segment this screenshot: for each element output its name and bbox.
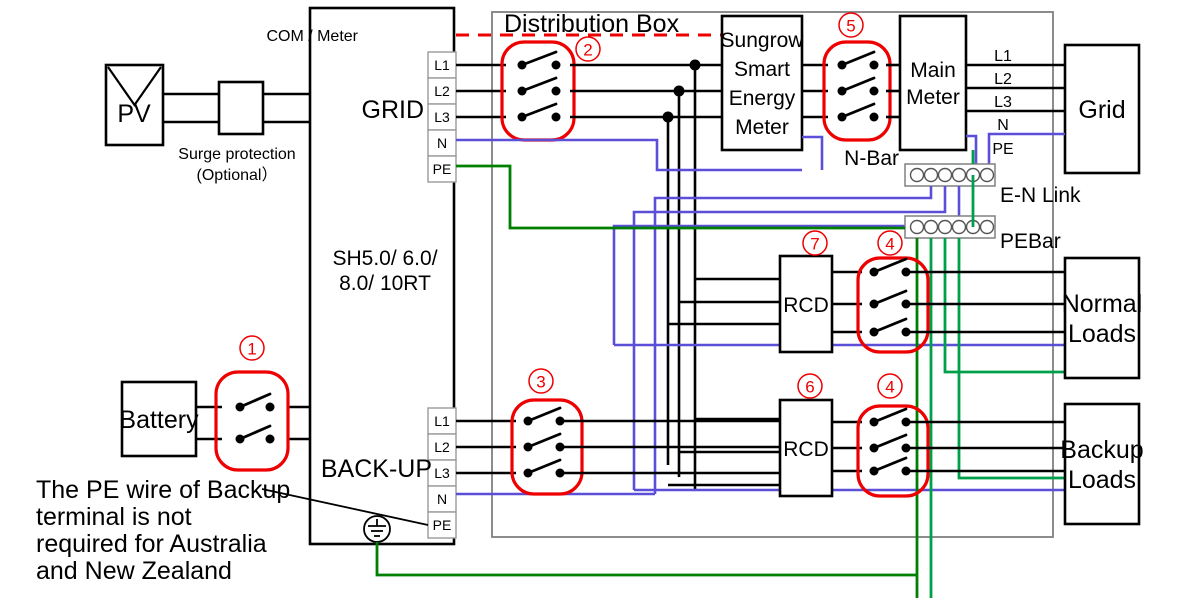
backup-terminal-block: L1 L2 L3 N PE bbox=[427, 407, 457, 539]
svg-text:2: 2 bbox=[583, 41, 592, 60]
backup-terminal-l3: L3 bbox=[434, 465, 450, 481]
rcd-6-label: RCD bbox=[783, 438, 829, 461]
note-line-4: and New Zealand bbox=[36, 557, 232, 585]
pe-bar-label: PEBar bbox=[1000, 230, 1061, 253]
inverter-model-line2: 8.0/ 10RT bbox=[339, 272, 431, 295]
note-leader-line bbox=[261, 488, 429, 526]
distribution-box-outline bbox=[491, 11, 1054, 538]
marker-5: 5 bbox=[838, 12, 864, 38]
neutral-grid-port bbox=[456, 138, 802, 172]
marker-7: 7 bbox=[802, 230, 828, 256]
smart-meter-line2: Smart bbox=[734, 58, 790, 81]
distribution-box-label: Distribution Box bbox=[504, 10, 680, 38]
svg-text:3: 3 bbox=[536, 373, 545, 392]
svg-text:4: 4 bbox=[885, 235, 894, 254]
svg-text:5: 5 bbox=[846, 17, 855, 36]
grid-terminal-l2: L2 bbox=[434, 83, 450, 99]
junction-l3 bbox=[662, 111, 674, 123]
switch-5-main-isolator[interactable] bbox=[822, 40, 892, 142]
marker-2: 2 bbox=[575, 36, 601, 62]
rcd-6-block: RCD bbox=[778, 398, 834, 498]
note-line-2: terminal is not bbox=[36, 503, 192, 531]
grid-block-label: Grid bbox=[1078, 96, 1125, 124]
pv-label: PV bbox=[117, 100, 151, 128]
neutral-smartmeter-out bbox=[802, 135, 824, 170]
backup-loads-line1: Backup bbox=[1060, 436, 1143, 464]
pe-to-backup-loads bbox=[957, 238, 1065, 480]
main-meter: Main Meter bbox=[898, 14, 968, 152]
grid-line-label-l3: L3 bbox=[994, 94, 1012, 111]
inverter-earth-symbol bbox=[363, 515, 391, 543]
grid-line-label-pe: PE bbox=[992, 141, 1013, 158]
marker-4-normal: 4 bbox=[877, 230, 903, 256]
backup-port-label: BACK-UP bbox=[321, 455, 432, 483]
normal-loads-block: Normal Loads bbox=[1062, 256, 1143, 380]
neutral-to-normal-loads bbox=[653, 186, 933, 350]
switch-1-battery-isolator[interactable] bbox=[214, 370, 290, 472]
normal-loads-line2: Loads bbox=[1068, 320, 1136, 348]
junction-l2 bbox=[673, 85, 685, 97]
note-line-3: required for Australia bbox=[36, 530, 267, 558]
smart-meter-line1: Sungrow bbox=[721, 29, 805, 52]
neutral-to-backup-loads bbox=[632, 186, 947, 490]
smart-meter-line3: Energy bbox=[729, 87, 796, 110]
surge-protection-label-line2: (Optional） bbox=[197, 166, 278, 184]
com-meter-label: COM / Meter bbox=[266, 28, 358, 45]
marker-1: 1 bbox=[239, 335, 265, 361]
n-bar-label: N-Bar bbox=[844, 147, 899, 170]
backup-terminal-n: N bbox=[437, 491, 447, 507]
grid-line-label-n: N bbox=[997, 117, 1009, 134]
backup-terminal-l2: L2 bbox=[434, 439, 450, 455]
marker-6: 6 bbox=[797, 373, 823, 399]
surge-protection-label-line1: Surge protection bbox=[178, 146, 295, 163]
marker-3: 3 bbox=[528, 368, 554, 394]
inverter-model-line1: SH5.0/ 6.0/ bbox=[332, 247, 437, 270]
svg-text:6: 6 bbox=[805, 378, 814, 397]
rcd-7-label: RCD bbox=[783, 294, 829, 317]
en-link-label: E-N Link bbox=[1000, 184, 1081, 207]
main-meter-line2: Meter bbox=[906, 86, 960, 109]
grid-block: Grid bbox=[1063, 43, 1141, 175]
neutral-mainmeter-down bbox=[966, 134, 978, 173]
svg-text:1: 1 bbox=[247, 340, 256, 359]
main-meter-line1: Main bbox=[910, 59, 956, 82]
grid-terminal-pe: PE bbox=[433, 161, 452, 177]
pe-to-normal-loads bbox=[943, 238, 1065, 374]
rcd-7-block: RCD bbox=[778, 254, 834, 354]
surge-protection-block bbox=[217, 80, 265, 136]
pe-chassis-bottom-run bbox=[375, 542, 917, 577]
switch-3-backup-isolator[interactable] bbox=[510, 398, 584, 496]
grid-line-label-l1: L1 bbox=[994, 48, 1012, 65]
grid-port-label: GRID bbox=[362, 96, 425, 124]
pe-bar bbox=[904, 215, 996, 239]
switch-2-grid-isolator[interactable] bbox=[500, 40, 576, 142]
neutral-spare-a bbox=[612, 186, 961, 345]
backup-terminal-pe: PE bbox=[433, 517, 452, 533]
sungrow-smart-energy-meter: Sungrow Smart Energy Meter bbox=[721, 14, 805, 152]
marker-4-backup: 4 bbox=[877, 373, 903, 399]
n-bar bbox=[904, 163, 996, 187]
pv-wiring bbox=[163, 80, 313, 136]
pv-panel: PV bbox=[104, 63, 165, 147]
note-line-1: The PE wire of Backup bbox=[36, 476, 290, 504]
battery-label: Battery bbox=[119, 406, 199, 434]
grid-terminal-n: N bbox=[437, 135, 447, 151]
battery-block: Battery bbox=[119, 380, 199, 458]
junction-l1 bbox=[689, 59, 701, 71]
pe-grid-port-run bbox=[456, 164, 905, 230]
backup-terminal-l1: L1 bbox=[434, 413, 450, 429]
normal-loads-line1: Normal bbox=[1062, 290, 1143, 318]
backup-pe-note: The PE wire of Backup terminal is not re… bbox=[36, 476, 290, 585]
smart-meter-line4: Meter bbox=[735, 116, 789, 139]
backup-loads-block: Backup Loads bbox=[1060, 402, 1144, 526]
svg-text:4: 4 bbox=[885, 378, 894, 397]
grid-terminal-l1: L1 bbox=[434, 57, 450, 73]
backup-loads-line2: Loads bbox=[1068, 466, 1136, 494]
grid-terminal-block: L1 L2 L3 N PE bbox=[427, 51, 457, 183]
grid-line-label-l2: L2 bbox=[994, 71, 1012, 88]
neutral-grid-block bbox=[987, 132, 1065, 173]
grid-terminal-l3: L3 bbox=[434, 109, 450, 125]
svg-text:7: 7 bbox=[810, 235, 819, 254]
